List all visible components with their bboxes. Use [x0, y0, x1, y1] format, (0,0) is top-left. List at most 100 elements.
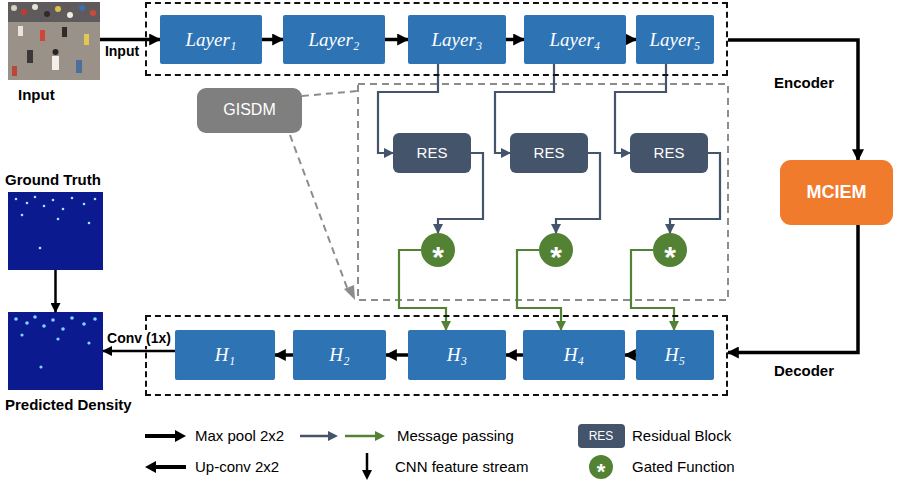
node-label: Layer₄ [550, 29, 601, 51]
density-dot [93, 317, 97, 321]
node-label: * [664, 240, 676, 275]
flow-arrow [275, 353, 293, 357]
legend-text: Up-conv 2x2 [195, 458, 279, 475]
density-map [8, 312, 103, 390]
residual-block: RES [393, 133, 471, 173]
density-dot [15, 198, 18, 201]
layer-box: Layer₁ [160, 15, 262, 64]
photo-person [79, 5, 85, 11]
photo-person [11, 5, 17, 11]
flow-arrow [728, 225, 858, 353]
photo-person [90, 10, 96, 16]
layer-box: Layer₃ [408, 15, 506, 64]
layer-box: H₄ [523, 330, 625, 380]
node-label: Layer₂ [309, 29, 360, 51]
density-dot [61, 327, 65, 331]
message-arrow [300, 435, 330, 438]
layer-box: H₅ [636, 330, 714, 380]
node-label: * [432, 240, 444, 275]
node-label: RES [654, 144, 685, 161]
photo-person [52, 56, 59, 70]
density-dot [83, 203, 86, 206]
message-arrowhead [328, 431, 338, 441]
node-label: * [550, 240, 562, 275]
dashed-leader [290, 135, 349, 293]
density-dot [70, 316, 74, 320]
photo-person [84, 34, 89, 45]
output-arrow [54, 270, 57, 312]
gate-circle: * [421, 233, 455, 267]
node-label: H₁ [215, 344, 235, 366]
residual-block: RES [510, 133, 588, 173]
legend-text: Max pool 2x2 [195, 427, 284, 444]
residual-sample [578, 424, 625, 448]
figure-panel: Ground Truth [8, 192, 103, 270]
output-arrow [103, 350, 175, 353]
density-dot [25, 321, 29, 325]
density-dot [82, 322, 86, 326]
node-caption: Predicted Density [5, 396, 132, 413]
density-dot [94, 198, 97, 201]
node-label: RES [417, 144, 448, 161]
photo-person [53, 49, 59, 55]
node-label: H₄ [564, 344, 584, 366]
photo-person [18, 26, 23, 36]
flow-arrow [728, 40, 858, 160]
photo-crowd-band [8, 2, 100, 22]
crowd-photo [8, 2, 100, 80]
layer-box: Layer₄ [524, 15, 626, 64]
node-label: H₂ [329, 344, 349, 366]
density-dot [57, 218, 60, 221]
figure-panel: Predicted Density [8, 312, 103, 390]
figure-panel: Input [8, 2, 100, 80]
photo-person [62, 27, 67, 37]
feature-arrowhead [362, 470, 372, 480]
density-dot [62, 208, 65, 211]
module-frame: EncoderLayer₁Layer₂Layer₃Layer₄Layer₅ [145, 2, 728, 76]
density-dot [56, 337, 59, 340]
flow-arrow [506, 38, 524, 42]
legend-text: Residual Block [632, 427, 731, 444]
gate-circle: * [539, 233, 573, 267]
gate-circle: * [653, 233, 687, 267]
photo-person [76, 60, 82, 73]
maxpool-arrow [145, 434, 177, 438]
density-dot [52, 199, 55, 202]
upconv-arrowhead [145, 461, 156, 473]
residual-block: RES [630, 133, 708, 173]
legend-text: CNN feature stream [395, 458, 528, 475]
density-ground [8, 192, 103, 270]
feature-arrow [366, 453, 369, 472]
legend-text: Gated Function [632, 458, 735, 475]
density-dot [20, 333, 23, 336]
message-arrowhead [375, 431, 385, 441]
node-label: Layer₁ [186, 29, 237, 51]
density-dot [14, 317, 18, 321]
flow-arrow [626, 38, 636, 42]
dashed-arrowhead [344, 285, 355, 300]
legend-sample-label: RES [589, 430, 614, 442]
gisdm-region [358, 84, 728, 300]
density-dot [87, 341, 90, 344]
photo-person [40, 30, 45, 41]
density-dot [42, 324, 46, 328]
density-map [8, 192, 103, 270]
node-label: Layer₅ [650, 29, 701, 51]
node-label: Layer₃ [432, 29, 483, 51]
edge-label: Input [104, 43, 140, 59]
density-dot [33, 315, 37, 319]
node-label: H₅ [665, 344, 685, 366]
layer-box: H₁ [175, 330, 275, 380]
layer-box: Layer₅ [636, 15, 714, 64]
layer-box: H₃ [408, 330, 506, 380]
edge-label: Conv (1x) [106, 330, 172, 346]
node-caption: Input [18, 86, 55, 103]
photo-person [12, 66, 17, 76]
node-caption: Decoder [774, 362, 834, 379]
dashed-leader [302, 91, 358, 96]
node-label: GISDM [223, 101, 275, 119]
density-dot [43, 205, 46, 208]
